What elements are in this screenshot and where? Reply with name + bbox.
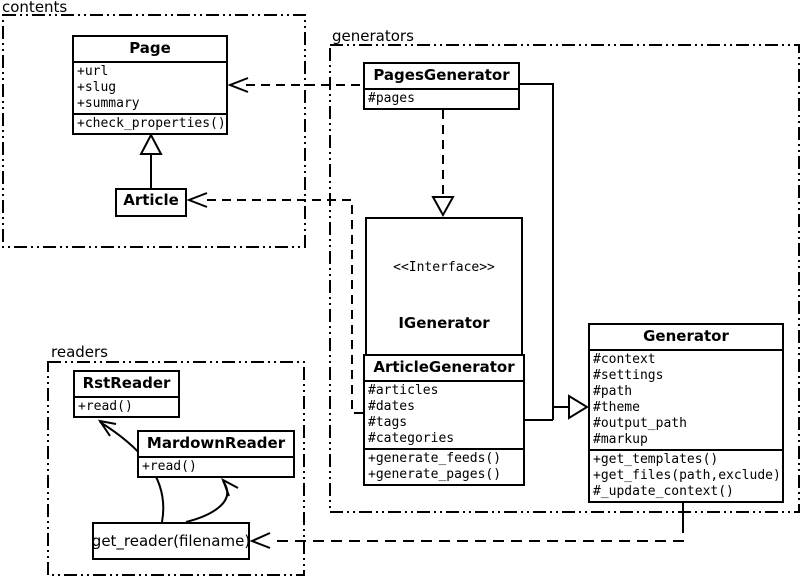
method: +read()	[142, 459, 197, 474]
class-title: ArticleGenerator	[365, 356, 523, 382]
articlegenerator-to-article-dependency	[186, 192, 363, 414]
class-page: Page +url +slug +summary +check_properti…	[72, 35, 228, 135]
class-title: Generator	[590, 325, 782, 351]
attribute: #articles	[368, 383, 439, 398]
methods-section: +read()	[139, 458, 293, 476]
inheritance-triangle-icon	[139, 132, 163, 155]
contents-package-border	[2, 14, 306, 248]
method: +check_properties()	[77, 116, 226, 131]
open-arrowhead-icon	[221, 477, 239, 497]
generators-package-label: generators	[332, 27, 414, 45]
attributes-section: #context #settings #path #theme #output_…	[590, 351, 782, 449]
generators-to-generator-generalization	[520, 83, 589, 421]
readers-package-label: readers	[51, 343, 108, 361]
class-title: Page	[74, 37, 226, 63]
attribute: +url	[77, 64, 109, 79]
attribute: #path	[593, 384, 633, 399]
attribute: +summary	[77, 96, 140, 111]
attributes-section: +url +slug +summary	[74, 63, 226, 113]
class-article: Article	[115, 188, 187, 217]
class-generator: Generator #context #settings #path #them…	[588, 323, 784, 503]
realization-triangle-icon	[431, 196, 455, 218]
methods-section: +generate_feeds() +generate_pages()	[365, 448, 523, 484]
contents-package-label: contents	[2, 0, 68, 16]
method: #_update_context()	[593, 484, 734, 499]
generators-package-border	[329, 44, 800, 513]
method: +get_files(path,exclude)	[593, 468, 781, 483]
method: +read()	[78, 399, 133, 414]
attribute: #settings	[593, 368, 664, 383]
article-to-page-generalization	[139, 132, 163, 188]
open-arrowhead-icon	[186, 192, 208, 208]
method: +get_templates()	[593, 452, 719, 467]
class-title: MardownReader	[139, 432, 293, 458]
pagesgenerator-to-page-dependency	[227, 77, 363, 93]
get-reader-function-box: get_reader(filename)	[92, 522, 250, 560]
open-arrowhead-icon	[227, 77, 249, 93]
class-title: PagesGenerator	[365, 64, 518, 90]
open-arrowhead-icon	[97, 419, 117, 437]
attributes-section: #articles #dates #tags #categories	[365, 382, 523, 448]
open-arrowhead-icon	[249, 532, 271, 549]
attribute: #theme	[593, 400, 640, 415]
methods-section: +read()	[75, 398, 178, 416]
attributes-section: #pages	[365, 90, 518, 108]
generator-to-getreader-dependency	[249, 503, 684, 549]
class-title: RstReader	[75, 372, 178, 398]
methods-section: +check_properties()	[74, 113, 226, 133]
methods-section: +get_templates() +get_files(path,exclude…	[590, 449, 782, 501]
class-title: <<Interface>> IGenerator	[367, 219, 521, 376]
class-title: Article	[123, 191, 179, 209]
class-mardownreader: MardownReader +read()	[137, 430, 295, 478]
readers-package-border	[47, 361, 305, 576]
attribute: +slug	[77, 80, 117, 95]
attribute: #output_path	[593, 416, 687, 431]
pagesgenerator-to-igenerator-realization	[431, 110, 455, 218]
method: +generate_pages()	[368, 467, 502, 482]
class-articlegenerator: ArticleGenerator #articles #dates #tags …	[363, 354, 525, 486]
method: +generate_feeds()	[368, 451, 502, 466]
class-rstreader: RstReader +read()	[73, 370, 180, 418]
attribute: #markup	[593, 432, 648, 447]
attribute: #context	[593, 352, 656, 367]
interface-stereotype: <<Interface>>	[393, 260, 495, 275]
interface-name: IGenerator	[398, 314, 490, 332]
attribute: #pages	[368, 91, 415, 106]
attribute: #categories	[368, 431, 455, 446]
attribute: #dates	[368, 399, 415, 414]
class-pagesgenerator: PagesGenerator #pages	[363, 62, 520, 110]
attribute: #tags	[368, 415, 408, 430]
inheritance-triangle-icon	[568, 394, 589, 420]
getreader-to-mardownreader-arrow	[185, 477, 239, 523]
